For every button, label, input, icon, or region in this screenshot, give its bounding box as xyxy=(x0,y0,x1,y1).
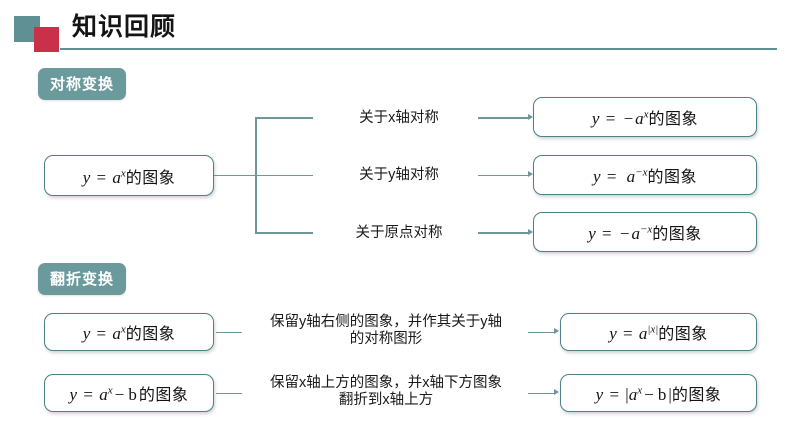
source-box-folding-1: y = ax的图象 xyxy=(44,313,214,351)
caption-folding-2-line1: 保留x轴上方的图象，并x轴下方图象 xyxy=(270,375,502,391)
connector-arrow-line-2 xyxy=(478,174,530,177)
section-label-folding: 翻折变换 xyxy=(38,263,127,295)
arrow-head-folding-2-icon xyxy=(554,389,559,395)
caption-symmetry-3: 关于原点对称 xyxy=(355,225,443,241)
formula-result-symmetry-1: y = −ax的图象 xyxy=(591,108,699,128)
connector-arrow-line-folding-1 xyxy=(528,331,556,334)
formula-source-folding-1: y = ax的图象 xyxy=(82,323,176,343)
caption-symmetry-2: 关于y轴对称 xyxy=(359,167,439,183)
formula-result-folding-2: y = |ax− b|的图象 xyxy=(595,384,722,404)
section-label-symmetry: 对称变换 xyxy=(38,68,127,100)
arrow-head-1-icon xyxy=(528,113,533,120)
connector-arrow-line-3 xyxy=(478,232,530,234)
caption-folding-1-line1: 保留y轴右侧的图象，并作其关于y轴 xyxy=(270,314,502,330)
result-box-symmetry-2: y = a−x的图象 xyxy=(533,155,757,195)
result-box-symmetry-1: y = −ax的图象 xyxy=(533,97,757,137)
formula-result-folding-1: y = a|x|的图象 xyxy=(609,323,708,343)
formula-source-symmetry: y = ax的图象 xyxy=(82,166,176,187)
caption-folding-1: 保留y轴右侧的图象，并作其关于y轴 的对称图形 xyxy=(243,314,529,348)
decor-square-red-icon xyxy=(34,27,59,52)
result-box-folding-1: y = a|x|的图象 xyxy=(560,313,757,351)
caption-symmetry-1: 关于x轴对称 xyxy=(359,110,439,126)
connector-branch-1 xyxy=(255,117,313,119)
connector-folding-2 xyxy=(216,392,242,395)
connector-folding-1 xyxy=(216,331,242,334)
connector-arrow-line-folding-2 xyxy=(528,392,556,395)
title-divider xyxy=(60,48,777,50)
caption-folding-2: 保留x轴上方的图象，并x轴下方图象 翻折到x轴上方 xyxy=(243,375,529,409)
arrow-head-3-icon xyxy=(528,228,533,235)
caption-folding-1-line2: 的对称图形 xyxy=(349,331,423,347)
connector-branch-3 xyxy=(255,232,313,234)
connector-arrow-line-1 xyxy=(478,117,530,119)
arrow-head-folding-1-icon xyxy=(554,328,559,334)
arrow-head-2-icon xyxy=(528,171,533,177)
connector-branch-2 xyxy=(255,174,313,177)
formula-result-symmetry-3: y = −a−x的图象 xyxy=(588,223,702,243)
connector-stem-symmetry xyxy=(214,174,256,177)
caption-folding-2-line2: 翻折到x轴上方 xyxy=(338,392,434,408)
page-title: 知识回顾 xyxy=(72,13,177,41)
source-box-symmetry: y = ax的图象 xyxy=(44,155,214,196)
result-box-symmetry-3: y = −a−x的图象 xyxy=(533,212,757,252)
formula-result-symmetry-2: y = a−x的图象 xyxy=(593,166,697,186)
result-box-folding-2: y = |ax− b|的图象 xyxy=(560,374,757,412)
